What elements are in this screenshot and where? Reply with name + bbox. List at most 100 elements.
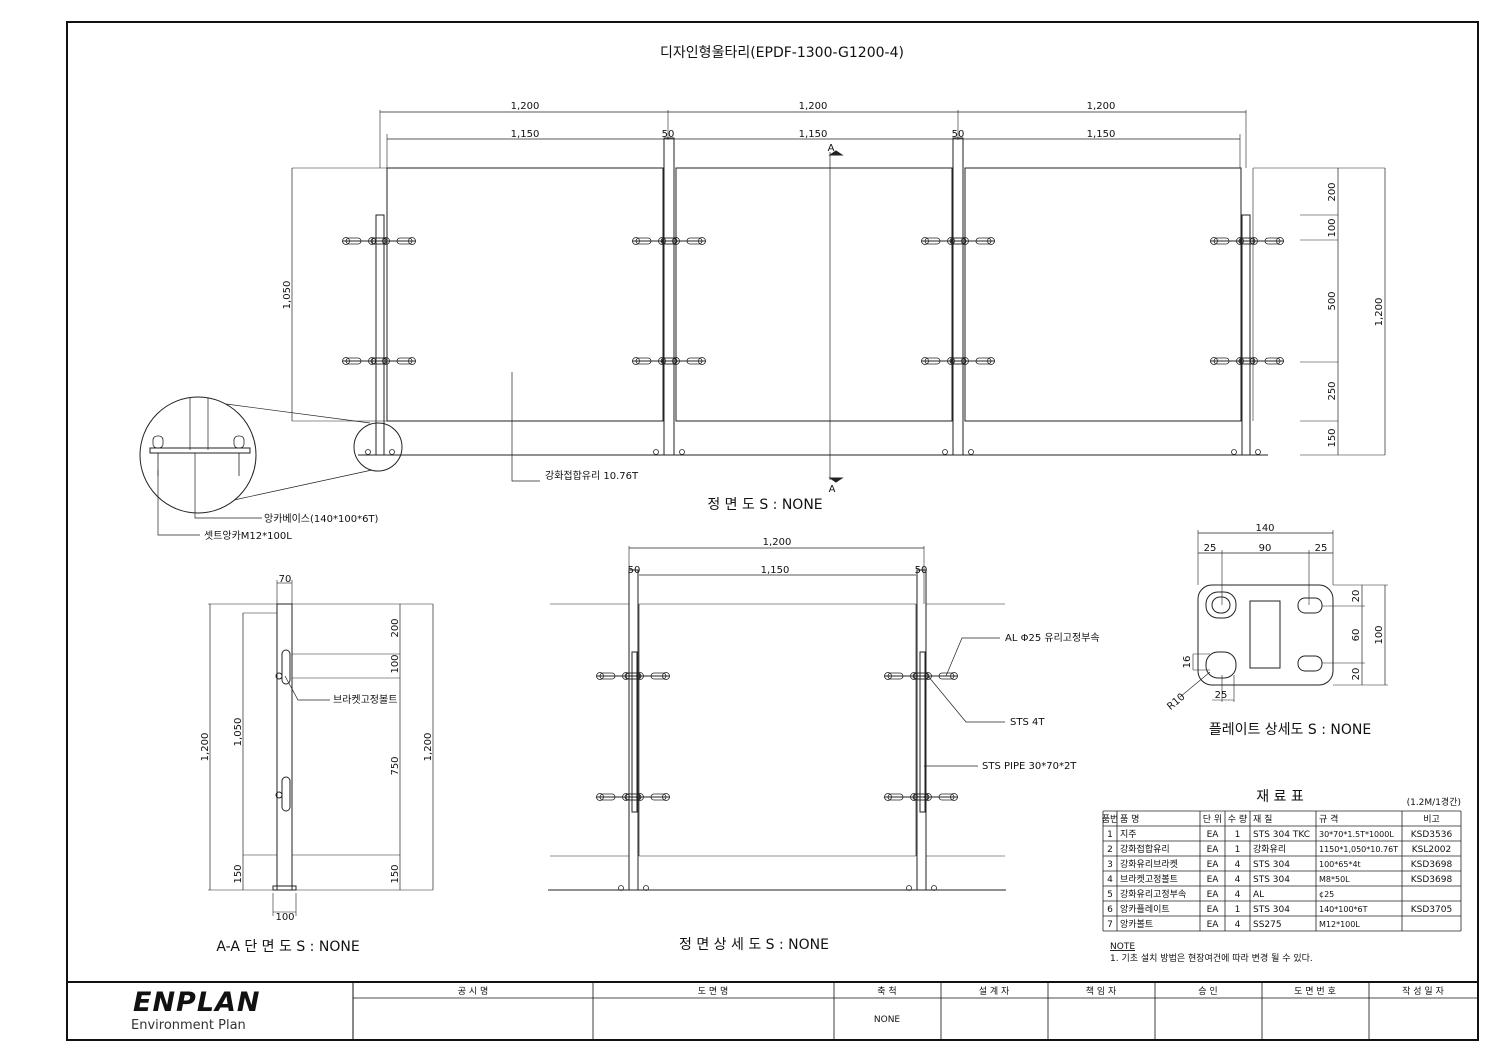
plate-dim-top-2: 90 [1259, 543, 1272, 554]
plate-dim-right-total: 100 [1374, 625, 1385, 644]
table-cell: 30*70*1.5T*1000L [1319, 830, 1394, 839]
plate-dim-right-3: 20 [1351, 668, 1362, 681]
notes-title: NOTE [1110, 942, 1135, 952]
anchor-base-label: 앙카베이스(140*100*6T) [264, 513, 379, 525]
sheet-border [66, 21, 1479, 1041]
detail-dim-inner-2: 1,150 [761, 565, 790, 576]
section-dim-right-4: 150 [390, 864, 401, 883]
tb-header-project: 공 시 명 [458, 986, 489, 997]
table-cell: STS 304 [1253, 875, 1290, 885]
materials-title: 재 료 표 [1256, 789, 1304, 805]
set-anchor-label: 셋트앙카M12*100L [204, 530, 292, 542]
detail-label-sts4t: STS 4T [1010, 717, 1045, 728]
dim-right-5: 150 [1327, 428, 1338, 447]
plate-dim-25: 25 [1215, 690, 1228, 701]
bolt-label: 브라켓고정볼트 [333, 694, 397, 706]
table-cell: 140*100*6T [1319, 905, 1368, 914]
table-cell: 1 [1235, 830, 1241, 840]
tb-scale-value: NONE [874, 1015, 901, 1025]
dim-top-3: 1,200 [1087, 101, 1116, 112]
tb-header-designer: 설 계 자 [979, 985, 1010, 997]
table-cell: 브라켓고정볼트 [1120, 874, 1178, 885]
table-cell: 3 [1107, 860, 1113, 870]
section-view [208, 580, 434, 916]
company-logo-sub: Environment Plan [131, 1018, 246, 1033]
dim-inner-2: 50 [662, 129, 675, 140]
dim-right-3: 500 [1327, 291, 1338, 310]
table-cell: 5 [1107, 890, 1113, 900]
dim-right-total: 1,200 [1374, 298, 1385, 327]
table-cell: 6 [1107, 905, 1113, 915]
table-header-cell: 품 명 [1120, 814, 1139, 825]
section-dim-left-1: 1,200 [200, 733, 211, 762]
detail-label-fixture: AL Φ25 유리고정부속 [1005, 632, 1100, 644]
table-cell: 4 [1235, 860, 1241, 870]
table-cell: EA [1207, 890, 1220, 900]
table-cell: 강화유리 [1253, 844, 1286, 855]
dim-inner-4: 50 [952, 129, 965, 140]
table-cell: 4 [1235, 875, 1241, 885]
front-detail [548, 546, 1006, 891]
table-cell: 100*65*4t [1319, 860, 1361, 869]
plate-dim-right-1: 20 [1351, 590, 1362, 603]
front-caption: 정 면 도 S : NONE [707, 497, 822, 513]
dim-top-2: 1,200 [799, 101, 828, 112]
table-cell: 1 [1107, 830, 1113, 840]
section-mark-top: A [828, 143, 835, 154]
title-block [352, 982, 1478, 1040]
table-cell: EA [1207, 830, 1220, 840]
table-cell: 앙카볼트 [1120, 918, 1153, 930]
anchor-bolts [152, 435, 1261, 476]
detail-dim-inner-1: 50 [628, 565, 641, 576]
table-cell: 지주 [1120, 829, 1137, 840]
detail-dim-inner-3: 50 [915, 565, 928, 576]
company-logo: ENPLAN [133, 987, 261, 1018]
section-dim-right-2: 100 [390, 654, 401, 673]
tb-header-date: 작 성 일 자 [1402, 986, 1444, 997]
table-cell: EA [1207, 920, 1220, 930]
dim-inner-3: 1,150 [799, 129, 828, 140]
plate-dim-right-2: 60 [1351, 629, 1362, 642]
section-dim-left-2: 1,050 [233, 718, 244, 747]
detail-dim-top: 1,200 [763, 537, 792, 548]
table-cell: M8*50L [1319, 875, 1350, 884]
table-cell: KSD3698 [1411, 860, 1453, 870]
table-cell: 1 [1235, 845, 1241, 855]
table-header-cell: 품번 [1102, 814, 1119, 825]
tb-header-drawing-no: 도 면 번 호 [1294, 986, 1336, 997]
section-dim-bottom: 100 [275, 912, 294, 923]
table-cell: ¢25 [1319, 890, 1334, 899]
section-mark-bottom: A [829, 484, 836, 495]
table-cell: 1 [1235, 905, 1241, 915]
table-header-cell: 규 격 [1319, 813, 1338, 825]
front-brackets [341, 237, 1285, 365]
plate-dim-top-3: 25 [1315, 543, 1328, 554]
plate-detail [1179, 530, 1388, 702]
table-cell: EA [1207, 860, 1220, 870]
table-cell: 강화유리고정부속 [1120, 889, 1186, 900]
section-dim-left-3: 150 [233, 864, 244, 883]
table-cell: EA [1207, 875, 1220, 885]
table-header-cell: 비고 [1423, 814, 1440, 825]
plate-dim-top: 140 [1255, 523, 1274, 534]
plate-dim-top-1: 25 [1204, 543, 1217, 554]
dim-inner-5: 1,150 [1087, 129, 1116, 140]
tb-header-drawing-name: 도 면 명 [698, 986, 729, 997]
table-cell: 강화접합유리 [1120, 843, 1170, 855]
dim-left-height: 1,050 [282, 281, 293, 310]
section-caption: A-A 단 면 도 S : NONE [216, 939, 359, 955]
table-header-cell: 수 량 [1228, 813, 1247, 825]
section-dim-right-3: 750 [390, 756, 401, 775]
table-header-cell: 단 위 [1203, 814, 1222, 825]
detail-brackets [595, 672, 959, 801]
table-cell: SS275 [1253, 920, 1282, 930]
dim-right-4: 250 [1327, 381, 1338, 400]
dim-right-2: 100 [1327, 218, 1338, 237]
table-cell: 2 [1107, 845, 1113, 855]
table-cell: KSD3705 [1411, 905, 1452, 915]
table-cell: 강화유리브라켓 [1120, 859, 1178, 870]
table-cell: M12*100L [1319, 920, 1360, 929]
table-cell: KSL2002 [1412, 845, 1452, 855]
